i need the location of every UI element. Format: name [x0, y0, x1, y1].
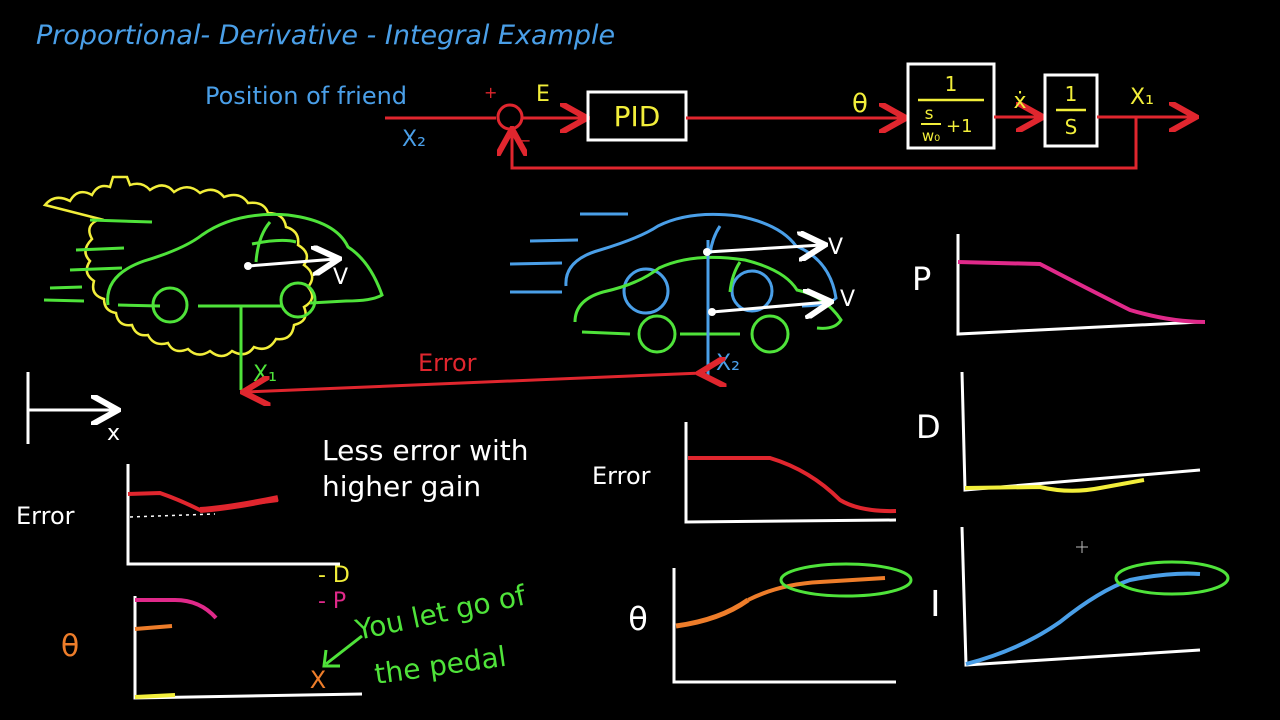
pid-block [586, 90, 688, 142]
left-error-label: Error [16, 502, 75, 530]
x-axis-label: x [107, 421, 120, 446]
velocity-label-blue: V [828, 235, 843, 260]
green-car-front [573, 255, 843, 354]
left-error-curve-p [199, 495, 279, 513]
summing-junction [496, 103, 524, 131]
left-theta-curve-d [134, 624, 173, 631]
velocity-label-main: V [333, 265, 348, 290]
green-car-main [106, 212, 384, 324]
integrator-denominator: S [1065, 115, 1078, 139]
velocity-arrow-main [247, 259, 336, 266]
left-theta-curve-p [135, 598, 218, 620]
plant-denominator-s: s [925, 104, 934, 124]
feedback-path [512, 117, 1138, 170]
minus-sign: − [518, 131, 531, 150]
middle-theta-axes [672, 568, 896, 684]
left-theta-axes [133, 596, 363, 700]
velocity-label-green: V [840, 287, 855, 312]
left-theta-label: θ [61, 629, 79, 664]
error-signal-label: E [536, 82, 550, 107]
middle-error-axes [684, 422, 897, 524]
plant-denominator-plus1: +1 [946, 116, 973, 137]
middle-theta-highlight [779, 562, 913, 598]
legend-d: - D [318, 563, 350, 588]
pid-block-label: PID [614, 100, 661, 133]
position-label-x1: X₁ [253, 362, 277, 387]
left-theta-released [134, 693, 176, 699]
input-signal-label: X₂ [402, 127, 426, 152]
car-scene: V X₁ V V X₂ Error [26, 175, 855, 446]
integrator-numerator: 1 [1065, 82, 1078, 106]
middle-error-curve [688, 456, 897, 514]
p-plot-axes [956, 234, 1201, 336]
velocity-arrow-blue [706, 245, 822, 252]
d-plot-label: D [916, 408, 941, 446]
pedal-release-mark: X [310, 666, 326, 694]
crosshair-cursor-icon [1076, 541, 1088, 553]
left-error-curve-d [127, 490, 279, 513]
i-plot-axes [960, 526, 1201, 667]
gain-note-line1: Less error with [322, 434, 529, 467]
velocity-arrow-green [711, 302, 828, 312]
i-plot-highlight [1114, 560, 1230, 596]
output-signal-label: X₁ [1130, 85, 1154, 110]
middle-theta-curve-early [675, 597, 750, 629]
page-title: Proportional- Derivative - Integral Exam… [36, 20, 615, 51]
speed-lines-blue [509, 212, 628, 294]
fuzzy-cloud-outline [42, 175, 314, 358]
callout-line2: the pedal [372, 640, 508, 691]
callout-arrow [325, 634, 363, 666]
setpoint-label: Position of friend [205, 82, 407, 110]
callout-line1: You let go of [352, 578, 530, 647]
plant-numerator: 1 [945, 72, 958, 96]
i-plot-curve [965, 571, 1201, 666]
blue-car [564, 212, 838, 315]
plant-block [906, 62, 996, 150]
middle-error-label: Error [592, 462, 651, 490]
p-plot-label: P [912, 260, 931, 298]
position-label-x2: X₂ [716, 351, 740, 376]
left-plots: Less error with higher gain Error θ - D … [16, 434, 530, 700]
p-plot-curve [957, 260, 1206, 324]
left-error-reference-dashed [129, 513, 216, 518]
error-distance-label: Error [418, 349, 477, 377]
right-plots: P D I [912, 234, 1230, 667]
plus-sign: + [484, 83, 497, 102]
left-error-axes [126, 464, 340, 566]
legend-p: - P [318, 589, 346, 614]
error-distance-arrow [246, 373, 702, 392]
middle-plots: Error θ [592, 422, 913, 684]
d-plot-curve [964, 478, 1145, 493]
middle-theta-label: θ [628, 600, 648, 638]
integrator-block [1043, 73, 1099, 148]
speed-lines-left [43, 218, 153, 303]
control-signal-label: θ [852, 89, 868, 119]
d-plot-axes [960, 371, 1201, 492]
gain-note-line2: higher gain [322, 470, 481, 503]
plant-denominator-w0: w₀ [922, 127, 940, 145]
i-plot-label: I [930, 584, 941, 625]
velocity-signal-label: ẋ [1013, 89, 1026, 114]
callout-arrowhead [322, 649, 340, 668]
block-diagram: Position of friend X₂ + − E PID θ 1 s w₀… [205, 62, 1193, 170]
